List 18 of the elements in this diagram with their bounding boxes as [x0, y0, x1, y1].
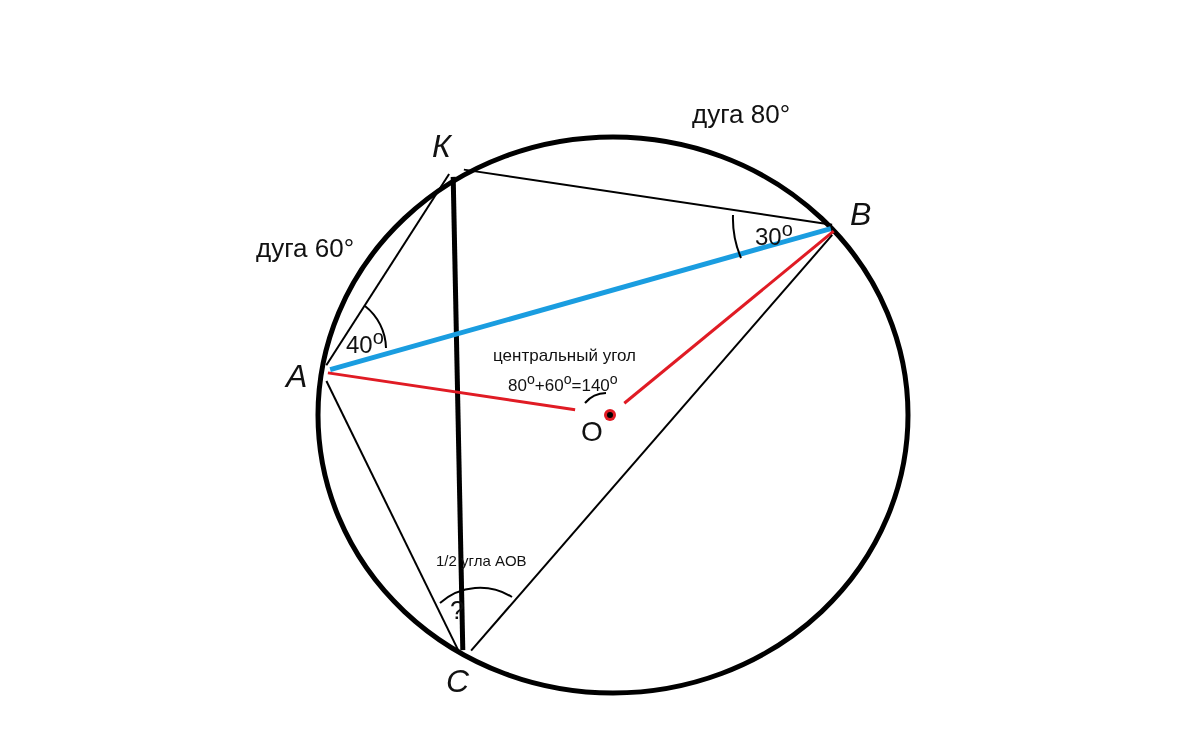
line-segment: [450, 176, 466, 651]
angle-caption: центральный угол: [493, 347, 636, 366]
point-label: O: [581, 416, 603, 448]
line-segment: [329, 226, 832, 373]
line-segment: [327, 371, 576, 412]
point-label: B: [850, 198, 872, 230]
line-segment: [325, 173, 451, 367]
line-segment: [623, 230, 835, 405]
point-label: К: [432, 130, 451, 162]
line-segment: [470, 233, 834, 652]
arc-label: дуга 60°: [256, 234, 355, 263]
angle-label: 30$^{o}$: [755, 218, 793, 251]
line-segment: [462, 168, 834, 226]
arc-label: дуга 80°: [692, 100, 791, 129]
angle-formula: 80$^{o}$+60$^{o}$=140$^{o}$: [508, 372, 618, 396]
point-label: C: [446, 665, 470, 697]
angle-label: 40$^{o}$: [346, 326, 384, 359]
point-label: A: [286, 360, 308, 392]
